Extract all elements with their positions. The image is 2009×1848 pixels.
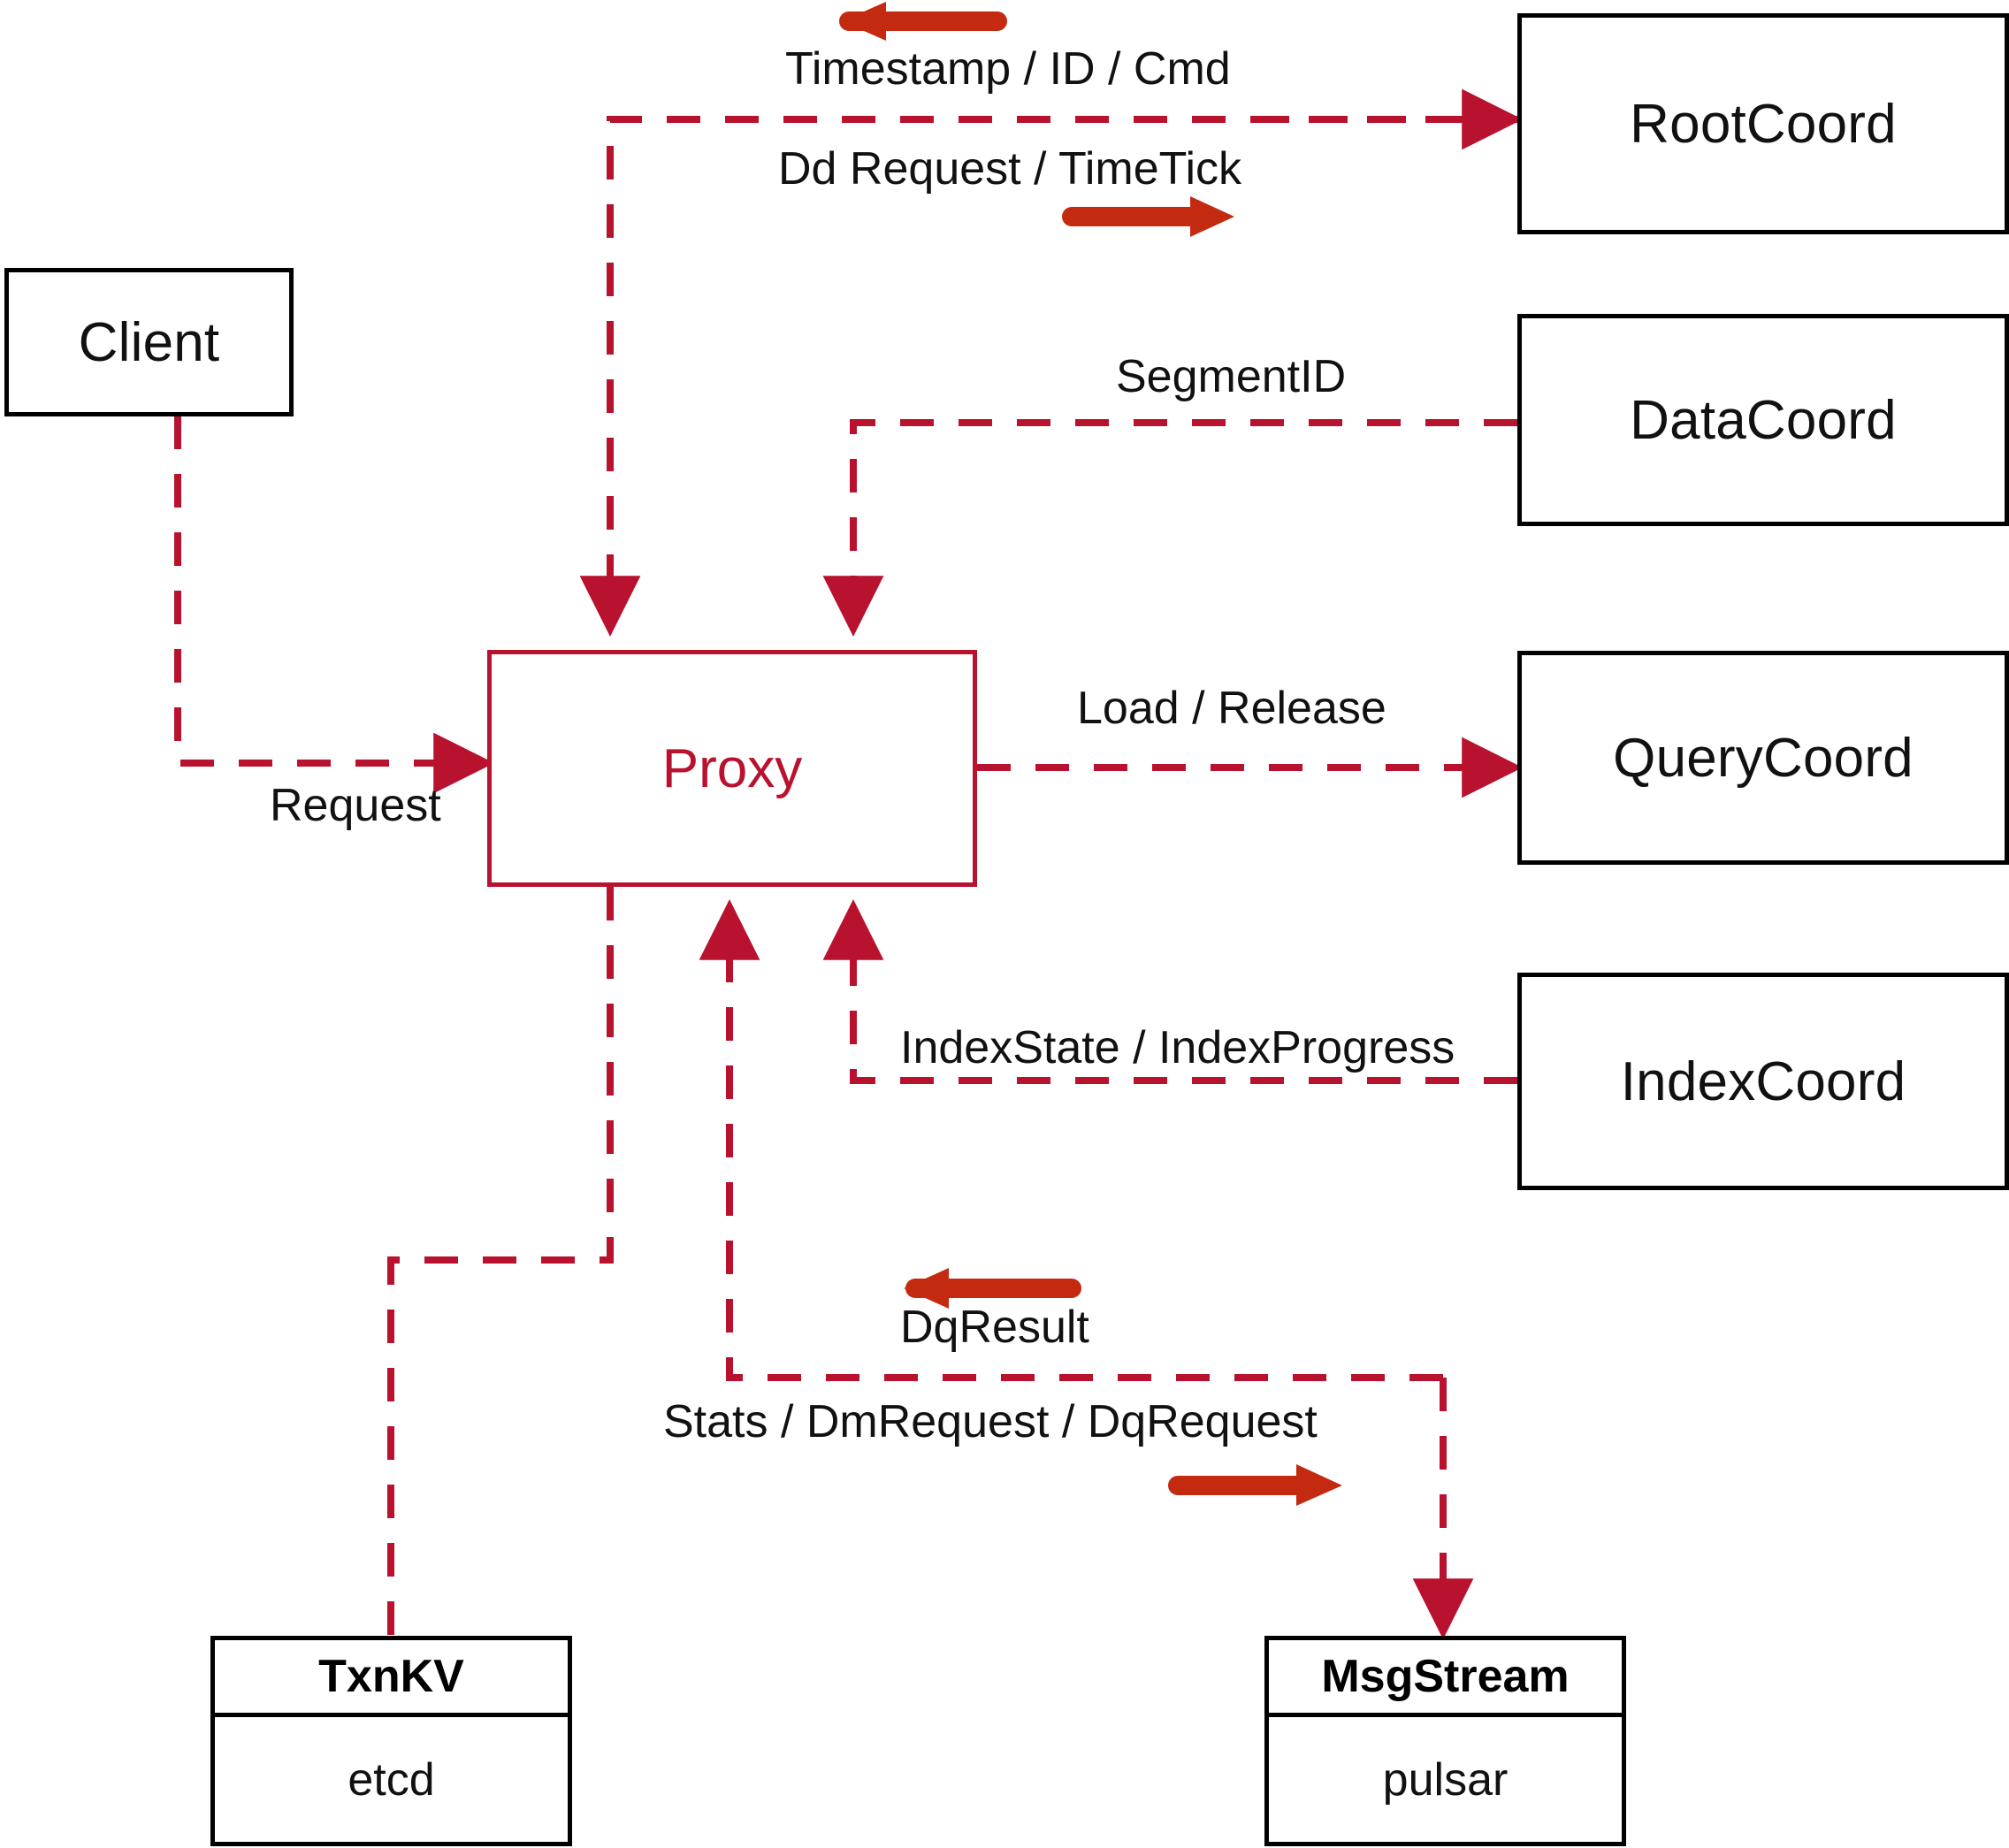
node-index-coord[interactable]: IndexCoord: [1517, 973, 2009, 1190]
direction-arrow-ddrequest-right: [1062, 196, 1234, 237]
wire-txnkv: [387, 887, 614, 1636]
node-root-coord-label: RootCoord: [1630, 93, 1897, 155]
node-txnkv-header: TxnKV: [215, 1640, 568, 1717]
node-client[interactable]: Client: [4, 268, 294, 416]
edge-label-index-state-progress: IndexState / IndexProgress: [900, 1022, 1455, 1073]
node-msgstream[interactable]: MsgStream pulsar: [1264, 1636, 1626, 1846]
node-proxy[interactable]: Proxy: [487, 650, 977, 887]
node-txnkv[interactable]: TxnKV etcd: [210, 1636, 572, 1846]
wire-index-state-progress: [822, 898, 1517, 1084]
node-msgstream-header: MsgStream: [1269, 1640, 1622, 1717]
edge-label-dq-result: DqResult: [900, 1302, 1089, 1353]
node-index-coord-label: IndexCoord: [1620, 1050, 1906, 1112]
edge-label-request: Request: [270, 780, 441, 831]
node-proxy-label: Proxy: [661, 737, 803, 799]
node-query-coord[interactable]: QueryCoord: [1517, 651, 2009, 865]
edge-label-timestamp-id-cmd: Timestamp / ID / Cmd: [785, 43, 1231, 95]
node-data-coord[interactable]: DataCoord: [1517, 314, 2009, 526]
wire-timestamp-id-cmd: [579, 116, 1517, 638]
wire-request: [174, 416, 495, 794]
edge-label-stats-dm-dq-request: Stats / DmRequest / DqRequest: [663, 1396, 1318, 1447]
node-txnkv-body: etcd: [348, 1753, 435, 1806]
wire-segment-id: [822, 419, 1517, 638]
node-data-coord-label: DataCoord: [1630, 389, 1897, 451]
edge-label-dd-request-timetick: Dd Request / TimeTick: [778, 143, 1242, 195]
edge-label-load-release: Load / Release: [1077, 683, 1386, 734]
direction-arrow-stats-right: [1168, 1464, 1342, 1506]
node-root-coord[interactable]: RootCoord: [1517, 13, 2009, 234]
direction-arrow-timestamp-left: [839, 2, 1007, 41]
wire-dq-result: [699, 898, 1443, 1381]
node-client-label: Client: [78, 311, 220, 373]
node-query-coord-label: QueryCoord: [1613, 727, 1914, 789]
node-msgstream-body: pulsar: [1382, 1753, 1509, 1806]
edge-label-segment-id: SegmentID: [1116, 351, 1347, 402]
direction-arrow-dqresult-left: [904, 1268, 1081, 1309]
